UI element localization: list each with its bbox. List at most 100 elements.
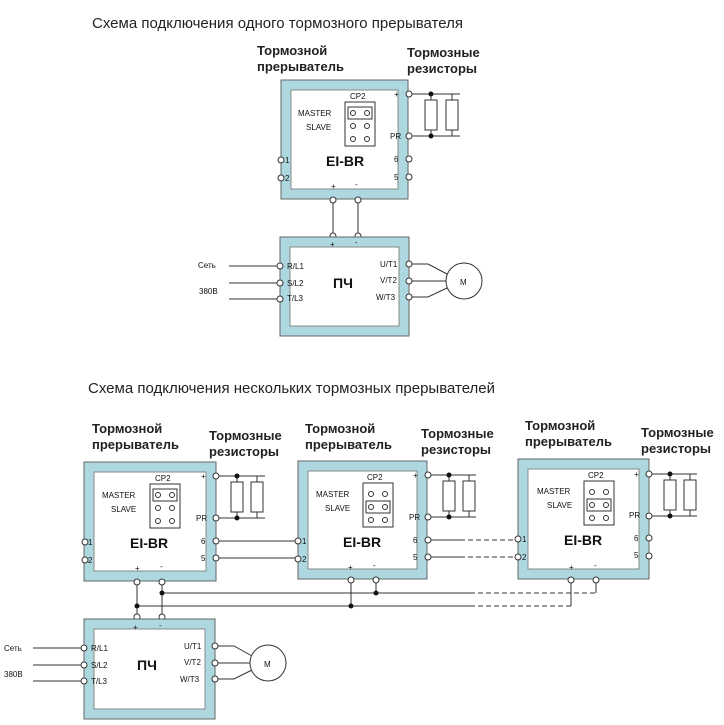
inv-plus-label: + bbox=[133, 623, 138, 632]
chopper-label-2: прерыватель bbox=[257, 59, 344, 74]
resistors-label-2: резисторы bbox=[641, 441, 711, 456]
master-label: MASTER bbox=[537, 487, 571, 496]
resistors-1 bbox=[412, 91, 460, 139]
pr-label: PR bbox=[409, 513, 420, 522]
motor-2: M bbox=[218, 644, 287, 682]
dc-plus-label: + bbox=[135, 564, 140, 573]
control-wiring bbox=[219, 539, 515, 559]
model-label: EI-BR bbox=[130, 535, 168, 551]
plus-label: + bbox=[413, 471, 418, 480]
terminal-6-label: 6 bbox=[634, 534, 639, 543]
jumper-label: CP2 bbox=[350, 92, 366, 101]
inv-plus-label: + bbox=[330, 240, 335, 249]
resistors-label-1: Тормозные bbox=[421, 426, 494, 441]
terminal-1-label: 1 bbox=[522, 535, 527, 544]
resistors-label-2: резисторы bbox=[407, 61, 477, 76]
chopper-label-1: Тормозной bbox=[92, 421, 162, 436]
output-w-label: W/T3 bbox=[180, 675, 200, 684]
resistors-master bbox=[219, 473, 265, 521]
voltage-label: 380В bbox=[199, 287, 218, 296]
master-label: MASTER bbox=[316, 490, 350, 499]
input-r-label: R/L1 bbox=[91, 644, 108, 653]
jumper-label: CP2 bbox=[588, 471, 604, 480]
input-t-label: T/L3 bbox=[287, 294, 304, 303]
inv-minus-label: - bbox=[159, 621, 162, 630]
dc-minus-label: - bbox=[373, 561, 376, 570]
terminal-6-label: 6 bbox=[201, 537, 206, 546]
input-t-label: T/L3 bbox=[91, 677, 108, 686]
inverter-label: ПЧ bbox=[137, 657, 157, 673]
dc-plus-label: + bbox=[569, 563, 574, 572]
resistors-label-1: Тормозные bbox=[641, 425, 714, 440]
output-v-label: V/T2 bbox=[184, 658, 201, 667]
dc-plus-label: + bbox=[348, 563, 353, 572]
dc-link-1 bbox=[329, 196, 362, 240]
inverter-block-1: + - ПЧ R/L1 S/L2 T/L3 U/T1 V/T2 W/T3 bbox=[276, 236, 413, 337]
terminal-6-label: 6 bbox=[413, 536, 418, 545]
terminal-6-label: 6 bbox=[394, 155, 399, 164]
pr-label: PR bbox=[196, 514, 207, 523]
terminal-1-label: 1 bbox=[285, 156, 290, 165]
supply-1: Сеть 380В bbox=[198, 261, 277, 300]
output-v-label: V/T2 bbox=[380, 276, 397, 285]
chopper-block-slave-1: CP2 MASTER SLAVE EI-BR + PR 1 2 6 5 + - bbox=[294, 460, 432, 580]
slave-label: SLAVE bbox=[547, 501, 572, 510]
chopper-block-1: CP2 MASTER SLAVE EI-BR + PR 1 2 6 5 + - bbox=[277, 79, 413, 200]
plus-label: + bbox=[394, 90, 399, 99]
supply-label: Сеть bbox=[4, 644, 22, 653]
dc-bus-wiring bbox=[133, 576, 600, 621]
jumper-label: CP2 bbox=[155, 474, 171, 483]
motor-label: M bbox=[460, 278, 467, 287]
resistors-label-1: Тормозные bbox=[209, 428, 282, 443]
output-w-label: W/T3 bbox=[376, 293, 396, 302]
input-s-label: S/L2 bbox=[287, 279, 304, 288]
motor-1: M bbox=[412, 262, 483, 300]
resistors-label-2: резисторы bbox=[209, 444, 279, 459]
resistors-slave-1 bbox=[431, 472, 476, 520]
model-label: EI-BR bbox=[564, 532, 602, 548]
master-label: MASTER bbox=[298, 109, 332, 118]
terminal-1-label: 1 bbox=[302, 537, 307, 546]
output-u-label: U/T1 bbox=[184, 642, 202, 651]
master-label: MASTER bbox=[102, 491, 136, 500]
dc-minus-label: - bbox=[355, 180, 358, 189]
dc-minus-label: - bbox=[594, 561, 597, 570]
dc-minus-label: - bbox=[160, 562, 163, 571]
chopper-label-2: прерыватель bbox=[305, 437, 392, 452]
inverter-block-2: + - ПЧ R/L1 S/L2 T/L3 U/T1 V/T2 W/T3 bbox=[80, 618, 219, 720]
slave-label: SLAVE bbox=[325, 504, 350, 513]
model-label: EI-BR bbox=[343, 534, 381, 550]
inverter-label: ПЧ bbox=[333, 275, 353, 291]
supply-2: Сеть 380В bbox=[4, 644, 81, 682]
terminal-5-label: 5 bbox=[394, 173, 399, 182]
output-u-label: U/T1 bbox=[380, 260, 398, 269]
pr-label: PR bbox=[629, 511, 640, 520]
title-single: Схема подключения одного тормозного прер… bbox=[92, 15, 463, 32]
chopper-label-1: Тормозной bbox=[525, 418, 595, 433]
motor-label: M bbox=[264, 660, 271, 669]
model-label: EI-BR bbox=[326, 153, 364, 169]
title-multiple: Схема подключения нескольких тормозных п… bbox=[88, 380, 495, 397]
terminal-2-label: 2 bbox=[285, 174, 290, 183]
terminal-2-label: 2 bbox=[522, 553, 527, 562]
chopper-label-1: Тормозной bbox=[305, 421, 375, 436]
jumper-label: CP2 bbox=[367, 473, 383, 482]
slave-label: SLAVE bbox=[111, 505, 136, 514]
resistors-label-1: Тормозные bbox=[407, 45, 480, 60]
terminal-1-label: 1 bbox=[88, 538, 93, 547]
resistors-slave-2 bbox=[652, 471, 697, 519]
pr-label: PR bbox=[390, 132, 401, 141]
inv-minus-label: - bbox=[355, 238, 358, 247]
plus-label: + bbox=[634, 470, 639, 479]
chopper-label-2: прерыватель bbox=[525, 434, 612, 449]
chopper-block-master: CP2 MASTER SLAVE EI-BR + PR 1 2 6 5 + - bbox=[81, 461, 220, 582]
dc-plus-label: + bbox=[331, 182, 336, 191]
voltage-label: 380В bbox=[4, 670, 23, 679]
terminal-5-label: 5 bbox=[413, 553, 418, 562]
plus-label: + bbox=[201, 472, 206, 481]
slave-label: SLAVE bbox=[306, 123, 331, 132]
chopper-label-1: Тормозной bbox=[257, 43, 327, 58]
terminal-2-label: 2 bbox=[302, 555, 307, 564]
terminal-5-label: 5 bbox=[634, 551, 639, 560]
